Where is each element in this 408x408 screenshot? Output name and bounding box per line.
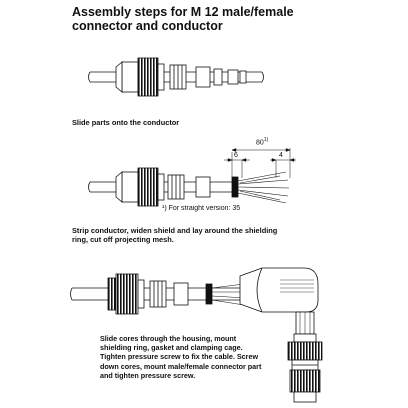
step3-caption-line-3: Tighten pressure screw to fix the cable.…: [100, 352, 259, 362]
step3-caption-line-1: Slide cores through the housing, mount: [100, 334, 237, 343]
step3-knurled-nut: [115, 273, 139, 315]
step3-pressure-screw: [107, 277, 117, 311]
step2-footnote: ¹) For straight version: 35: [162, 205, 241, 212]
step2-stripped-cores: [237, 171, 290, 204]
step2-knurled-nut: [137, 167, 159, 207]
step2-caption: Strip conductor, widen shield and lay ar…: [72, 226, 392, 244]
step2-dimension-lines: [224, 148, 296, 178]
step3-caption-line-5: and tighten pressure screw.: [100, 370, 196, 380]
step1-knurled-nut: [137, 57, 159, 97]
step2-dim-6-label: 6: [234, 152, 238, 159]
step2-shielding-ring: [231, 176, 239, 198]
step3-caption-line-4: down cores, mount male/female connector …: [100, 361, 262, 371]
step1-caption: Slide parts onto the conductor: [72, 118, 180, 127]
step3-shielding-ring: [205, 283, 213, 305]
step2-caption-line-2: ring, cut off projecting mesh.: [72, 235, 174, 244]
step2-drawing: [88, 148, 296, 207]
step3-drawing: [70, 267, 323, 403]
step2-gasket: [195, 176, 211, 198]
angled-housing: [239, 267, 319, 335]
dim-80-footnote-mark: 1): [263, 137, 269, 143]
dim-80-value: 80: [256, 139, 264, 147]
step3-caption: Slide cores through the housing, mount s…: [100, 334, 290, 380]
step1-gasket: [195, 66, 211, 88]
step1-ring: [227, 69, 239, 85]
connector-insert: [287, 333, 323, 371]
step3-caption-line-2: shielding ring, gasket and clamping cage…: [100, 343, 243, 353]
step1-shielding-ring: [213, 68, 223, 86]
step1-drawing: [88, 57, 264, 97]
step2-dim-4-label: 4: [279, 152, 283, 159]
page-title: Assembly steps for M 12 male/female conn…: [72, 5, 294, 33]
step2-pressure-screw: [121, 171, 139, 203]
step3-gasket: [173, 282, 189, 306]
title-line-1: Assembly steps for M 12 male/female: [72, 5, 294, 19]
connector-coupling-nut: [289, 369, 321, 403]
step1-pressure-screw: [121, 61, 139, 93]
step2-dim-80-label: 801): [256, 136, 286, 147]
step2-caption-line-1: Strip conductor, widen shield and lay ar…: [72, 226, 278, 235]
title-line-2: connector and conductor: [72, 19, 223, 33]
